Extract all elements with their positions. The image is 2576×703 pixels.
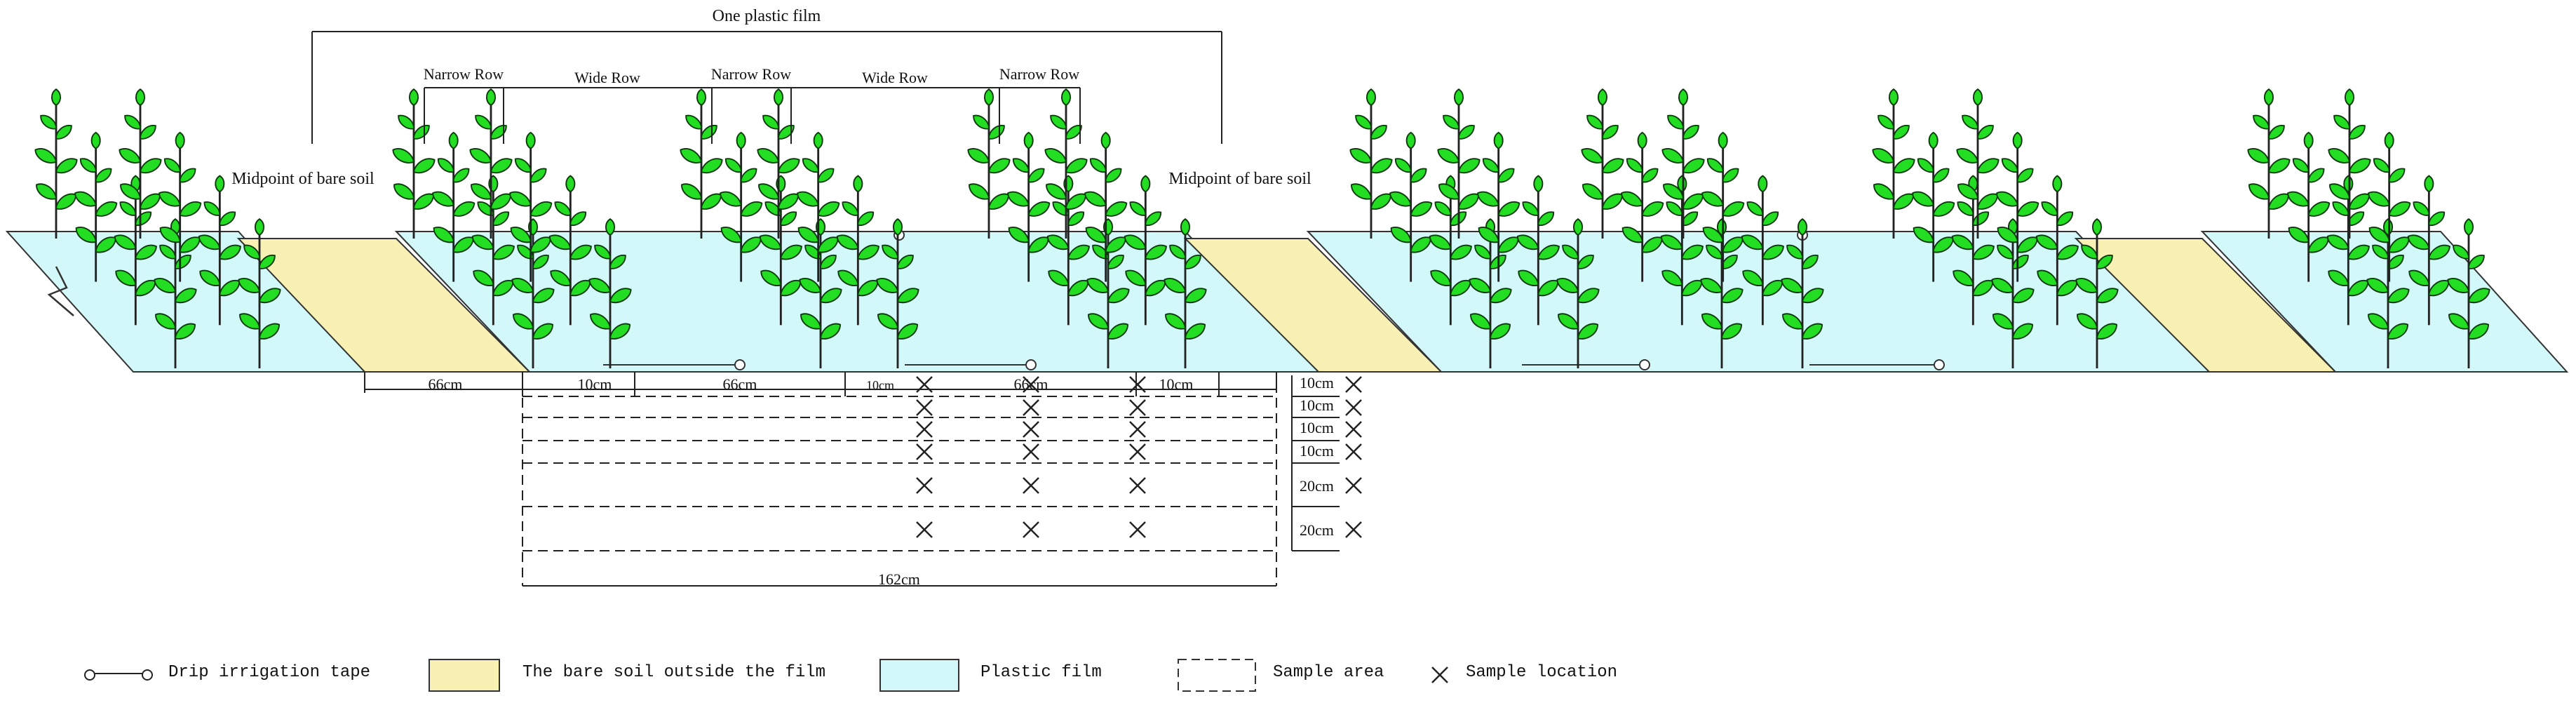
cotton-plant: [1659, 88, 1708, 240]
depth-scale: [1291, 375, 1340, 551]
dim-bare-66: 66cm: [429, 375, 463, 393]
legend-bare: The bare soil outside the film: [429, 659, 825, 692]
sample-location-mark: [1128, 420, 1147, 438]
cotton-plant: [1869, 88, 1918, 240]
sample-location-mark: [1128, 443, 1147, 461]
width-dimensions: [364, 372, 1277, 396]
dim-narrow-10-right: 10cm: [1159, 375, 1194, 393]
depth-label-5: 20cm: [1300, 477, 1334, 495]
midpoint-label-2: Midpoint of bare soil: [1168, 170, 1311, 188]
midpoint-label-1: Midpoint of bare soil: [231, 170, 375, 188]
depth-label-2: 10cm: [1300, 396, 1334, 414]
legend-loc-label: Sample location: [1466, 663, 1617, 682]
sample-location-mark: [1022, 420, 1040, 438]
cotton-plant: [1953, 88, 2002, 240]
legend-area: Sample area: [1178, 659, 1384, 692]
legend-film: Plastic film: [879, 659, 1102, 692]
sample-location-mark: [1128, 399, 1147, 417]
legend-bare-label: The bare soil outside the film: [522, 663, 825, 682]
sample-area-grid: [522, 382, 1277, 586]
sample-location-mark: [1022, 521, 1040, 539]
depth-label-6: 20cm: [1300, 521, 1334, 539]
sample-locations: [915, 375, 1147, 539]
cotton-plant: [677, 88, 726, 240]
cotton-plant: [32, 88, 81, 240]
sample-location-mark: [915, 443, 933, 461]
legend-drip: Drip irrigation tape: [84, 663, 370, 682]
legend-area-label: Sample area: [1273, 663, 1384, 682]
dim-wide-66-left: 66cm: [723, 375, 757, 393]
depth-label-4: 10cm: [1300, 442, 1334, 460]
wide-row-label-2: Wide Row: [862, 69, 928, 86]
sample-location-mark: [915, 420, 933, 438]
sample-location-mark: [1128, 476, 1147, 495]
cotton-plant: [1578, 88, 1627, 240]
break-mark: [47, 266, 74, 316]
legend: Drip irrigation tape The bare soil outsi…: [84, 659, 1617, 692]
depth-label-1: 10cm: [1300, 374, 1334, 391]
cotton-plant: [964, 88, 1013, 240]
sample-location-mark: [1022, 399, 1040, 417]
legend-drip-label: Drip irrigation tape: [168, 663, 370, 682]
wide-row-label-1: Wide Row: [574, 69, 640, 86]
sample-location-mark: [915, 399, 933, 417]
cotton-plant: [1347, 88, 1396, 240]
sample-location-mark: [1022, 476, 1040, 495]
sample-location-mark: [915, 476, 933, 495]
legend-loc: Sample location: [1431, 663, 1617, 684]
dim-narrow-10-center: 10cm: [866, 378, 894, 392]
cotton-plant: [389, 88, 438, 240]
legend-film-label: Plastic film: [980, 663, 1102, 682]
sample-location-mark: [915, 521, 933, 539]
one-film-label: One plastic film: [713, 7, 821, 25]
narrow-row-label-2: Narrow Row: [711, 65, 791, 83]
depth-label-3: 10cm: [1300, 419, 1334, 436]
dim-narrow-10-left: 10cm: [578, 375, 612, 393]
narrow-row-label-3: Narrow Row: [999, 65, 1079, 83]
cotton-plant: [116, 88, 165, 240]
sample-location-mark: [1022, 443, 1040, 461]
ground-strips: [5, 231, 2569, 373]
depth-sample-marks: [1344, 375, 1363, 539]
top-annotations: [311, 31, 1222, 144]
narrow-row-label-1: Narrow Row: [424, 65, 504, 83]
cotton-plant: [1434, 88, 1483, 240]
dim-total-162: 162cm: [878, 570, 920, 588]
cotton-plant: [2325, 88, 2374, 240]
sample-location-mark: [1128, 521, 1147, 539]
cotton-plant: [2244, 88, 2293, 240]
